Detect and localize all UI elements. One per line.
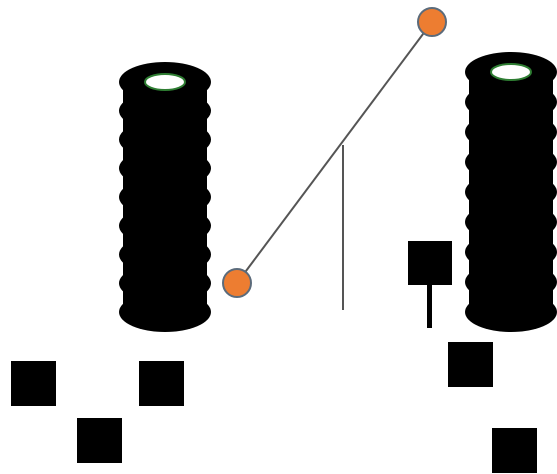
right-stack-disc xyxy=(465,232,557,272)
right-stack-disc xyxy=(465,202,557,242)
left-stack-disc xyxy=(119,119,211,160)
left-stack-disc xyxy=(119,205,211,246)
right-stack-disc xyxy=(465,82,557,122)
left-stack-top-hole xyxy=(144,73,186,91)
diagonal-line xyxy=(236,21,433,284)
left-stack-disc xyxy=(119,263,211,304)
right-stack-disc xyxy=(465,112,557,152)
right-stack-top-hole xyxy=(490,63,532,81)
right-stack xyxy=(465,52,557,332)
square-bottom-lower xyxy=(77,418,122,463)
square-bottom-left xyxy=(11,361,56,406)
line-endpoint-top[interactable] xyxy=(417,7,447,37)
square-bottom-center xyxy=(139,361,184,406)
square-right-middle xyxy=(448,342,493,387)
left-stack xyxy=(119,62,211,332)
left-stack-disc xyxy=(119,90,211,131)
left-stack-disc xyxy=(119,148,211,189)
pin-marker xyxy=(408,241,452,328)
right-stack-disc xyxy=(465,172,557,212)
right-stack-disc xyxy=(465,292,557,332)
square-right-bottom xyxy=(492,428,537,473)
line-endpoint-bottom[interactable] xyxy=(222,268,252,298)
pin-head-square xyxy=(408,241,452,285)
pin-stem xyxy=(427,285,432,328)
left-stack-disc xyxy=(119,234,211,275)
right-stack-disc xyxy=(465,142,557,182)
diagonal-line-group xyxy=(222,7,447,310)
left-stack-disc xyxy=(119,177,211,217)
left-stack-disc xyxy=(119,292,211,332)
right-stack-disc xyxy=(465,262,557,302)
